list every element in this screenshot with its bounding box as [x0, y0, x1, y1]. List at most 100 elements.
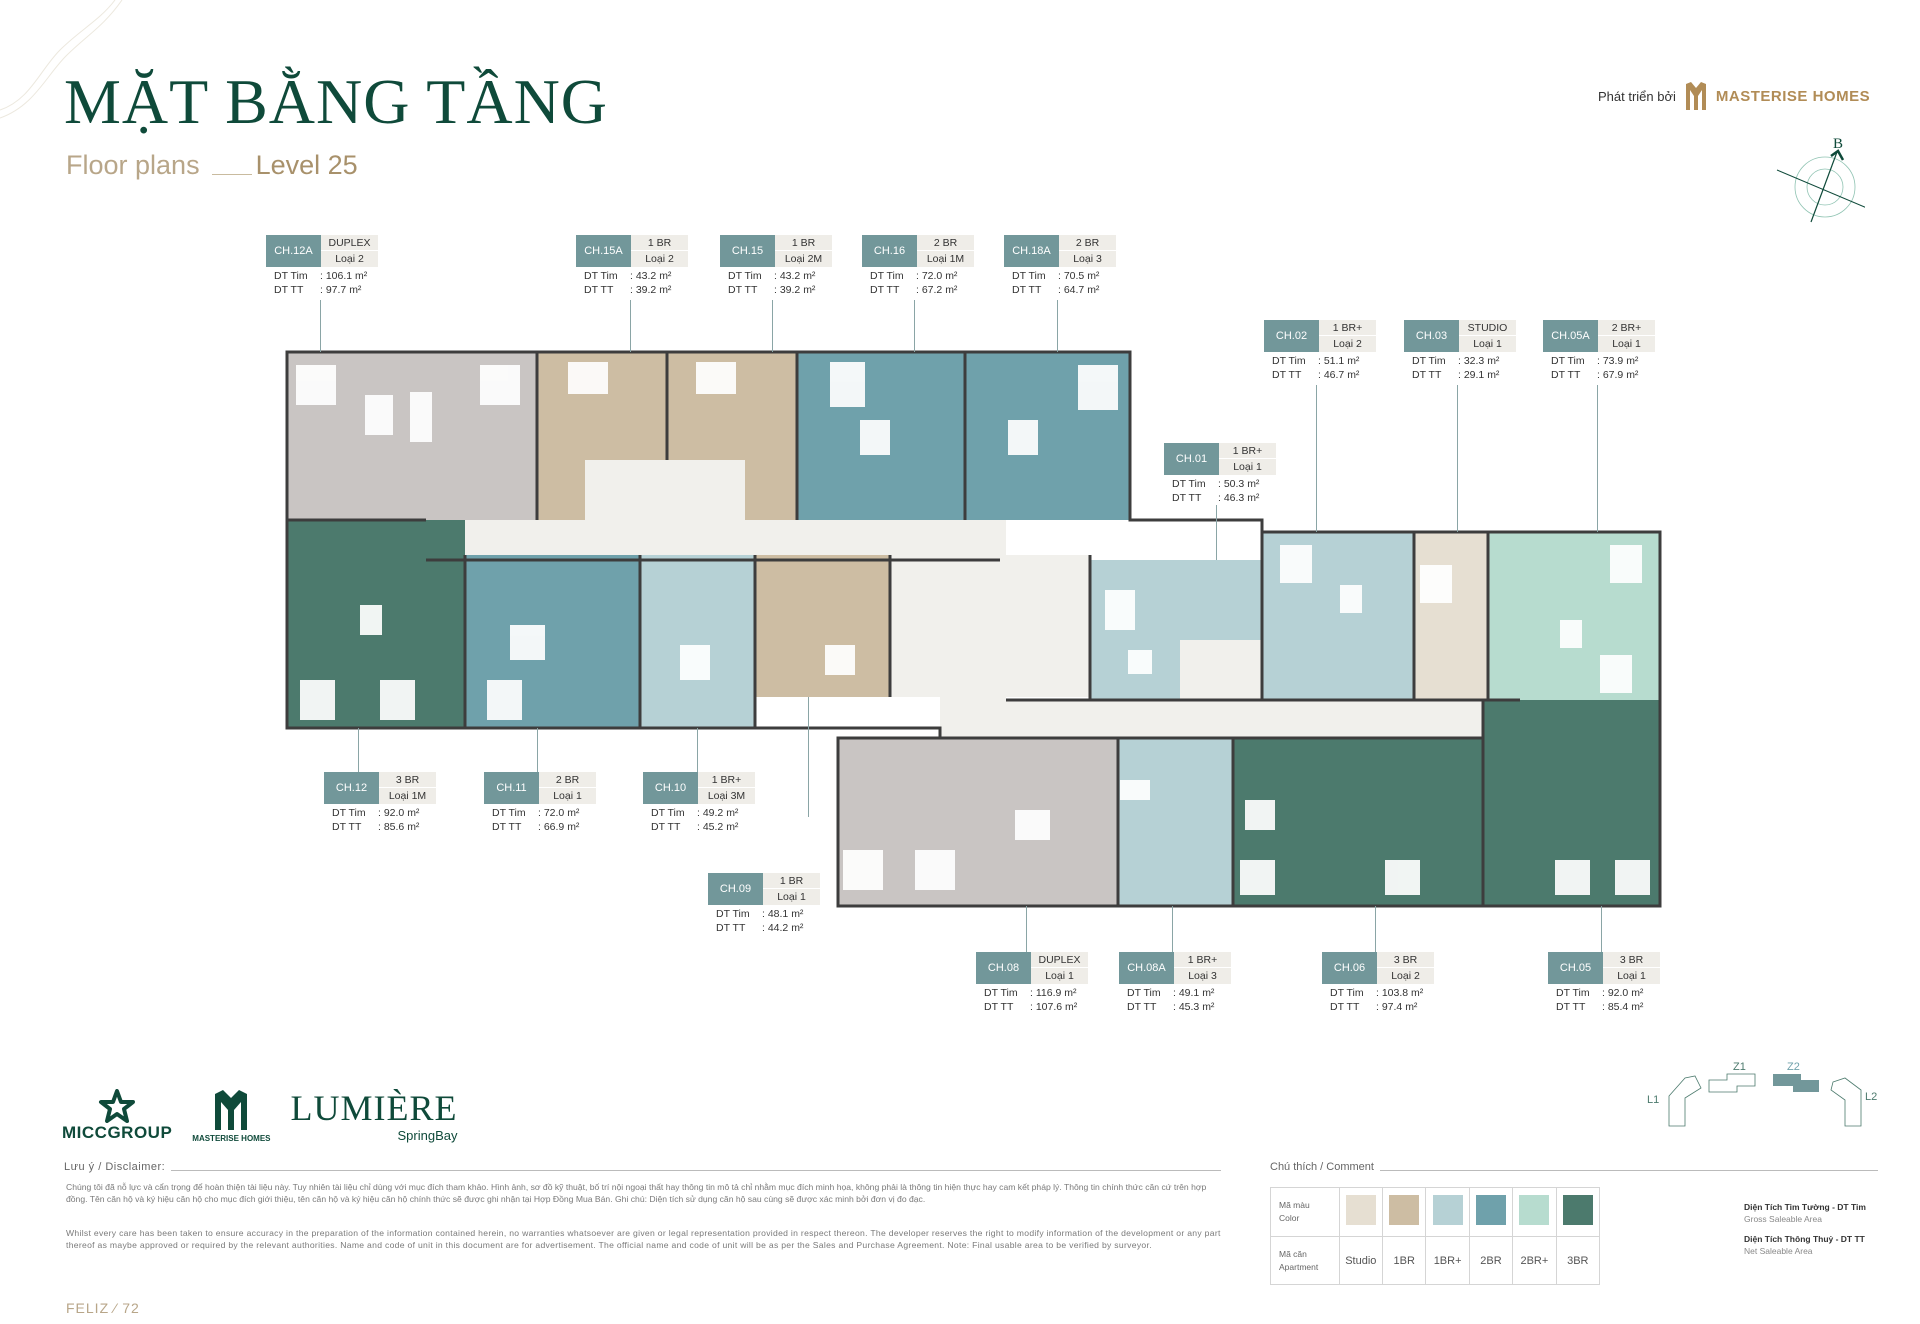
dt-tim-value: : 51.1 m²	[1318, 355, 1360, 367]
lumiere-springbay-logo: LUMIÈRE SpringBay	[290, 1088, 458, 1143]
dt-tt-value: : 97.7 m²	[320, 284, 362, 296]
decorative-wave	[0, 0, 123, 119]
unit-code: CH.02	[1264, 320, 1319, 352]
keymap-l1[interactable]	[1668, 1075, 1702, 1127]
dt-tt-value: : 44.2 m²	[762, 922, 804, 934]
unit-ch10[interactable]	[640, 555, 755, 728]
dt-tt-label: DT TT	[1012, 284, 1042, 296]
leader-line	[1601, 906, 1602, 958]
leader-line	[1316, 385, 1317, 532]
dt-tt-value: : 39.2 m²	[774, 284, 816, 296]
legend-header: Chú thích / Comment	[1270, 1161, 1878, 1173]
unit-ch18a[interactable]	[965, 352, 1130, 520]
unit-code: CH.03	[1404, 320, 1459, 352]
unit-ch06[interactable]	[1233, 738, 1483, 906]
unit-type: 1 BR	[631, 235, 688, 251]
dt-tim-label: DT Tim	[584, 270, 618, 282]
legend-type-name: 2BR	[1468, 1236, 1514, 1285]
unit-loai: Loại 2	[631, 251, 688, 267]
unit-ch16[interactable]	[797, 352, 965, 520]
unit-loai: Loại 3	[1059, 251, 1116, 267]
page-subtitle: Floor plans Level 25	[66, 152, 358, 179]
leader-line	[358, 728, 359, 780]
dt-tt-value: : 45.2 m²	[697, 821, 739, 833]
unit-code: CH.11	[484, 772, 539, 804]
unit-type: DUPLEX	[1031, 952, 1088, 968]
unit-loai: Loại 2	[1377, 968, 1434, 984]
unit-ch09[interactable]	[755, 555, 890, 697]
dt-tt-label: DT TT	[716, 922, 746, 934]
dt-tt-value: : 46.3 m²	[1218, 492, 1260, 504]
dt-tim-label: DT Tim	[1556, 987, 1590, 999]
dt-tt-label: DT TT	[1556, 1001, 1586, 1013]
dt-tt-label: DT TT	[984, 1001, 1014, 1013]
unit-type: 1 BR	[775, 235, 832, 251]
unit-type: 2 BR	[1059, 235, 1116, 251]
dt-tim-value: : 72.0 m²	[538, 807, 580, 819]
unit-ch11[interactable]	[465, 555, 640, 728]
unit-loai: Loại 3M	[698, 788, 755, 804]
unit-ch12a[interactable]	[287, 352, 537, 520]
unit-code: CH.01	[1164, 443, 1219, 475]
unit-loai: Loại 1	[763, 889, 820, 905]
leader-line	[537, 728, 538, 780]
dt-tim-label: DT Tim	[1412, 355, 1446, 367]
disclaimer-english: Whilst every care has been taken to ensu…	[66, 1228, 1221, 1250]
dt-tim-label: DT Tim	[716, 908, 750, 920]
keymap-z2-active[interactable]	[1773, 1074, 1819, 1092]
dt-tim-label: DT Tim	[1012, 270, 1046, 282]
leader-line	[1375, 906, 1376, 958]
page-title: MẶT BẰNG TẦNG	[64, 66, 608, 137]
unit-ch03[interactable]	[1414, 532, 1488, 700]
dt-tim-label: DT Tim	[1127, 987, 1161, 999]
unit-ch01[interactable]	[1090, 560, 1262, 700]
unit-code: CH.09	[708, 873, 763, 905]
dt-tim-value: : 32.3 m²	[1458, 355, 1500, 367]
core-lift-lobby	[940, 520, 1006, 740]
unit-ch02[interactable]	[1262, 532, 1414, 700]
dt-tim-value: : 49.1 m²	[1173, 987, 1215, 999]
developer-label: Phát triển bởi	[1598, 88, 1676, 104]
dt-tim-label: DT Tim	[1551, 355, 1585, 367]
dt-tt-label: DT TT	[492, 821, 522, 833]
unit-ch12[interactable]	[287, 520, 465, 728]
dt-tt-label: DT TT	[870, 284, 900, 296]
leader-line	[1057, 300, 1058, 352]
disclaimer-header: Lưu ý / Disclaimer:	[64, 1161, 1221, 1173]
dt-tim-value: : 43.2 m²	[630, 270, 672, 282]
unit-ch05[interactable]	[1483, 700, 1660, 906]
dt-tim-value: : 73.9 m²	[1597, 355, 1639, 367]
masterise-homes-logo: MASTERISE HOMES	[192, 1088, 271, 1143]
unit-ch15[interactable]	[667, 352, 797, 520]
swatch-2br	[1475, 1194, 1506, 1225]
dt-tt-label: DT TT	[1551, 369, 1581, 381]
unit-ch08a[interactable]	[1118, 738, 1233, 906]
unit-ch05a[interactable]	[1488, 532, 1660, 700]
dt-tt-value: : 29.1 m²	[1458, 369, 1500, 381]
subtitle-divider	[211, 174, 252, 175]
leader-line	[630, 300, 631, 352]
unit-ch15a[interactable]	[537, 352, 667, 520]
keymap-z1[interactable]	[1708, 1073, 1756, 1093]
keymap-l2[interactable]	[1830, 1077, 1862, 1127]
unit-ch08[interactable]	[838, 738, 1118, 906]
dt-tt-label: DT TT	[651, 821, 681, 833]
unit-code: CH.10	[643, 772, 698, 804]
